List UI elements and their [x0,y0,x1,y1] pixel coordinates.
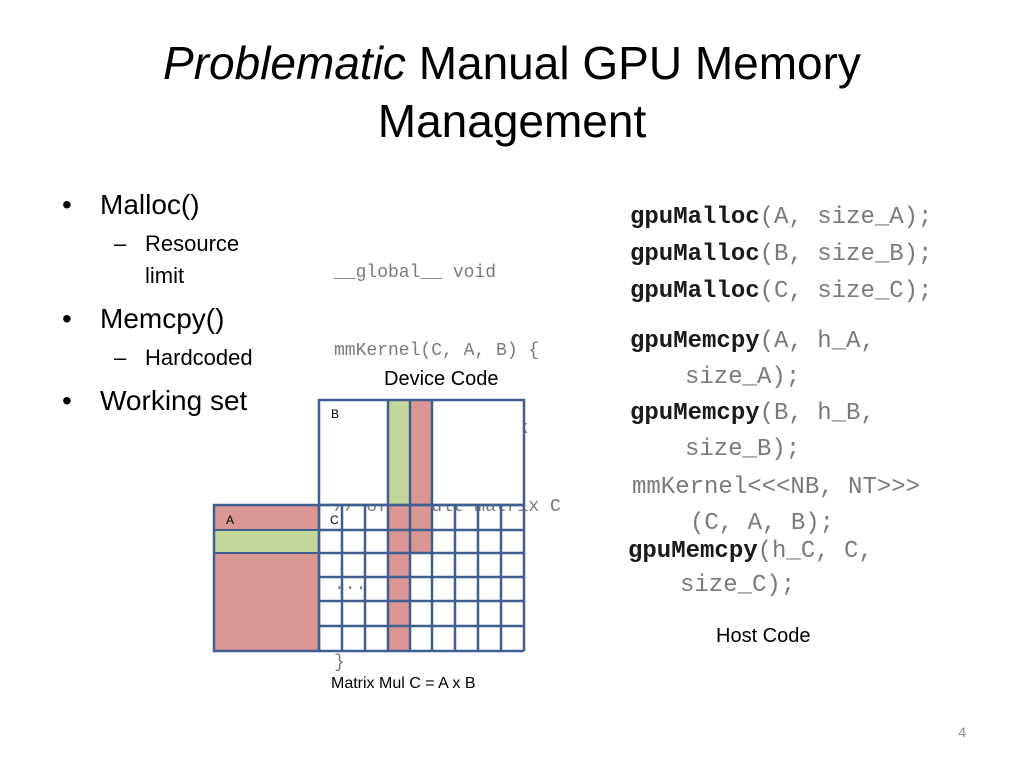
page-number: 4 [958,724,966,740]
title-line-2: Management [377,95,647,147]
host-code-line: gpuMemcpy(B, h_B, [630,400,875,427]
bullet-memcpy: •Memcpy() [62,303,225,334]
host-code-caption: Host Code [716,625,811,647]
device-code-line: mmKernel(C, A, B) { [334,341,540,361]
bullet-malloc: •Malloc() [62,189,200,220]
matrix-b-label: B [331,407,340,421]
matrix-a-row-border [213,529,320,554]
matrix-a-label: A [226,513,235,527]
matrix-b-column-highlight [388,400,410,505]
device-code-line: } [334,653,345,673]
host-code-line: gpuMalloc(C, size_C); [630,278,933,305]
host-code-line: gpuMemcpy(A, h_A, [630,328,875,355]
matrix-b-column-block [410,400,432,505]
host-code-line: size_B); [685,436,801,463]
matrix-grid [212,398,526,653]
matrix-c-label: C [330,513,339,527]
device-code-caption: Device Code [384,368,499,390]
host-code-block: gpuMalloc(A, size_A); gpuMalloc(B, size_… [628,204,932,599]
host-code-line: gpuMemcpy(h_C, C, [628,538,873,565]
host-code-line: size_A); [685,364,801,391]
host-code-line: size_C); [680,572,796,599]
title-line-1: Problematic Manual GPU Memory [0,34,1024,92]
matrix-a-border [212,503,321,653]
host-code-line: (C, A, B); [690,510,835,537]
bullet-working-set: •Working set [62,385,248,416]
host-code-line: mmKernel<<<NB, NT>>> [632,474,921,501]
matrix-b-border [317,398,526,507]
matrix-a-row-highlight [214,530,319,553]
title-rest: Manual GPU Memory [405,37,861,89]
host-code-line: gpuMalloc(B, size_B); [630,241,933,268]
host-code-line: gpuMalloc(A, size_A); [630,204,933,231]
matrix-caption: Matrix Mul C = A x B [331,675,476,692]
slide-title: Problematic Manual GPU Memory Management [0,34,1024,150]
title-emphasis: Problematic [163,37,406,89]
device-code-line: __global__ void [334,263,497,283]
sub-bullet-hardcoded: –Hardcoded [114,345,253,370]
